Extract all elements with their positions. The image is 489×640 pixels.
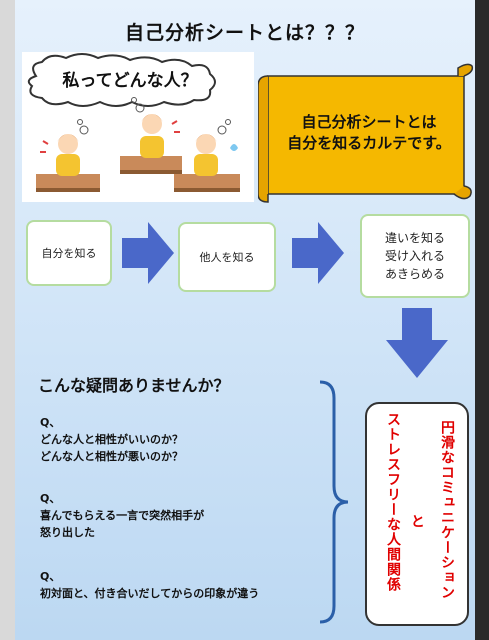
question-label: Q、 [40, 492, 61, 505]
question-2: Q、 喜んでもらえる一言で突然相手が 怒り出した [40, 490, 204, 541]
relationship-callout: 円滑なコミュニケーション と ストレスフリーな人間関係 [365, 402, 469, 626]
right-margin [475, 0, 489, 640]
flow-step-difference-lines: 違いを知る 受け入れる あきらめる [385, 229, 445, 283]
page-title: 自己分析シートとは？？？ [124, 22, 365, 44]
scroll-line-1: 自己分析シートとは [301, 113, 437, 131]
classroom-illustration: 私ってどんな人？ [22, 52, 254, 202]
flow-step-self-label: 自分を知る [41, 247, 97, 260]
flow-arrow-1-icon [122, 222, 174, 284]
question-3: Q、 初対面と、付き合いだしてからの印象が違う [40, 568, 259, 602]
speech-bubble-text: 私ってどんな人？ [62, 71, 198, 91]
curly-bracket-icon [319, 380, 349, 624]
scroll-text: 自己分析シートとは 自分を知るカルテです。 [276, 112, 462, 154]
students-thinking-icon [27, 53, 240, 192]
scroll-line-2: 自分を知るカルテです。 [287, 134, 451, 152]
question-label: Q、 [40, 570, 61, 583]
flow-step-difference-line: あきらめる [384, 267, 445, 281]
callout-communication: 円滑なコミュニケーション [439, 420, 455, 600]
question-line: 喜んでもらえる一言で突然相手が [40, 509, 205, 522]
flow-step-others-label: 他人を知る [199, 251, 255, 264]
question-line: どんな人と相性が悪いのか？ [40, 450, 183, 463]
question-label: Q、 [40, 416, 61, 429]
question-line: 初対面と、付き合いだしてからの印象が違う [40, 587, 260, 600]
question-line: どんな人と相性がいいのか？ [40, 433, 183, 446]
flow-step-others: 他人を知る [178, 222, 276, 292]
left-margin [0, 0, 15, 640]
down-arrow-icon [386, 308, 448, 378]
flow-step-difference: 違いを知る 受け入れる あきらめる [360, 214, 470, 298]
flow-step-difference-line: 受け入れる [384, 249, 445, 263]
callout-stress-free: ストレスフリーな人間関係 [385, 412, 401, 592]
flow-step-self: 自分を知る [26, 220, 112, 286]
questions-heading: こんな疑問ありませんか？ [38, 376, 230, 395]
flow-arrow-2-icon [292, 222, 344, 284]
question-line: 怒り出した [40, 526, 95, 539]
scroll-banner-icon [258, 63, 474, 203]
question-1: Q、 どんな人と相性がいいのか？ どんな人と相性が悪いのか？ [40, 414, 183, 465]
callout-connector: と [409, 514, 425, 529]
flow-step-difference-line: 違いを知る [384, 231, 445, 245]
